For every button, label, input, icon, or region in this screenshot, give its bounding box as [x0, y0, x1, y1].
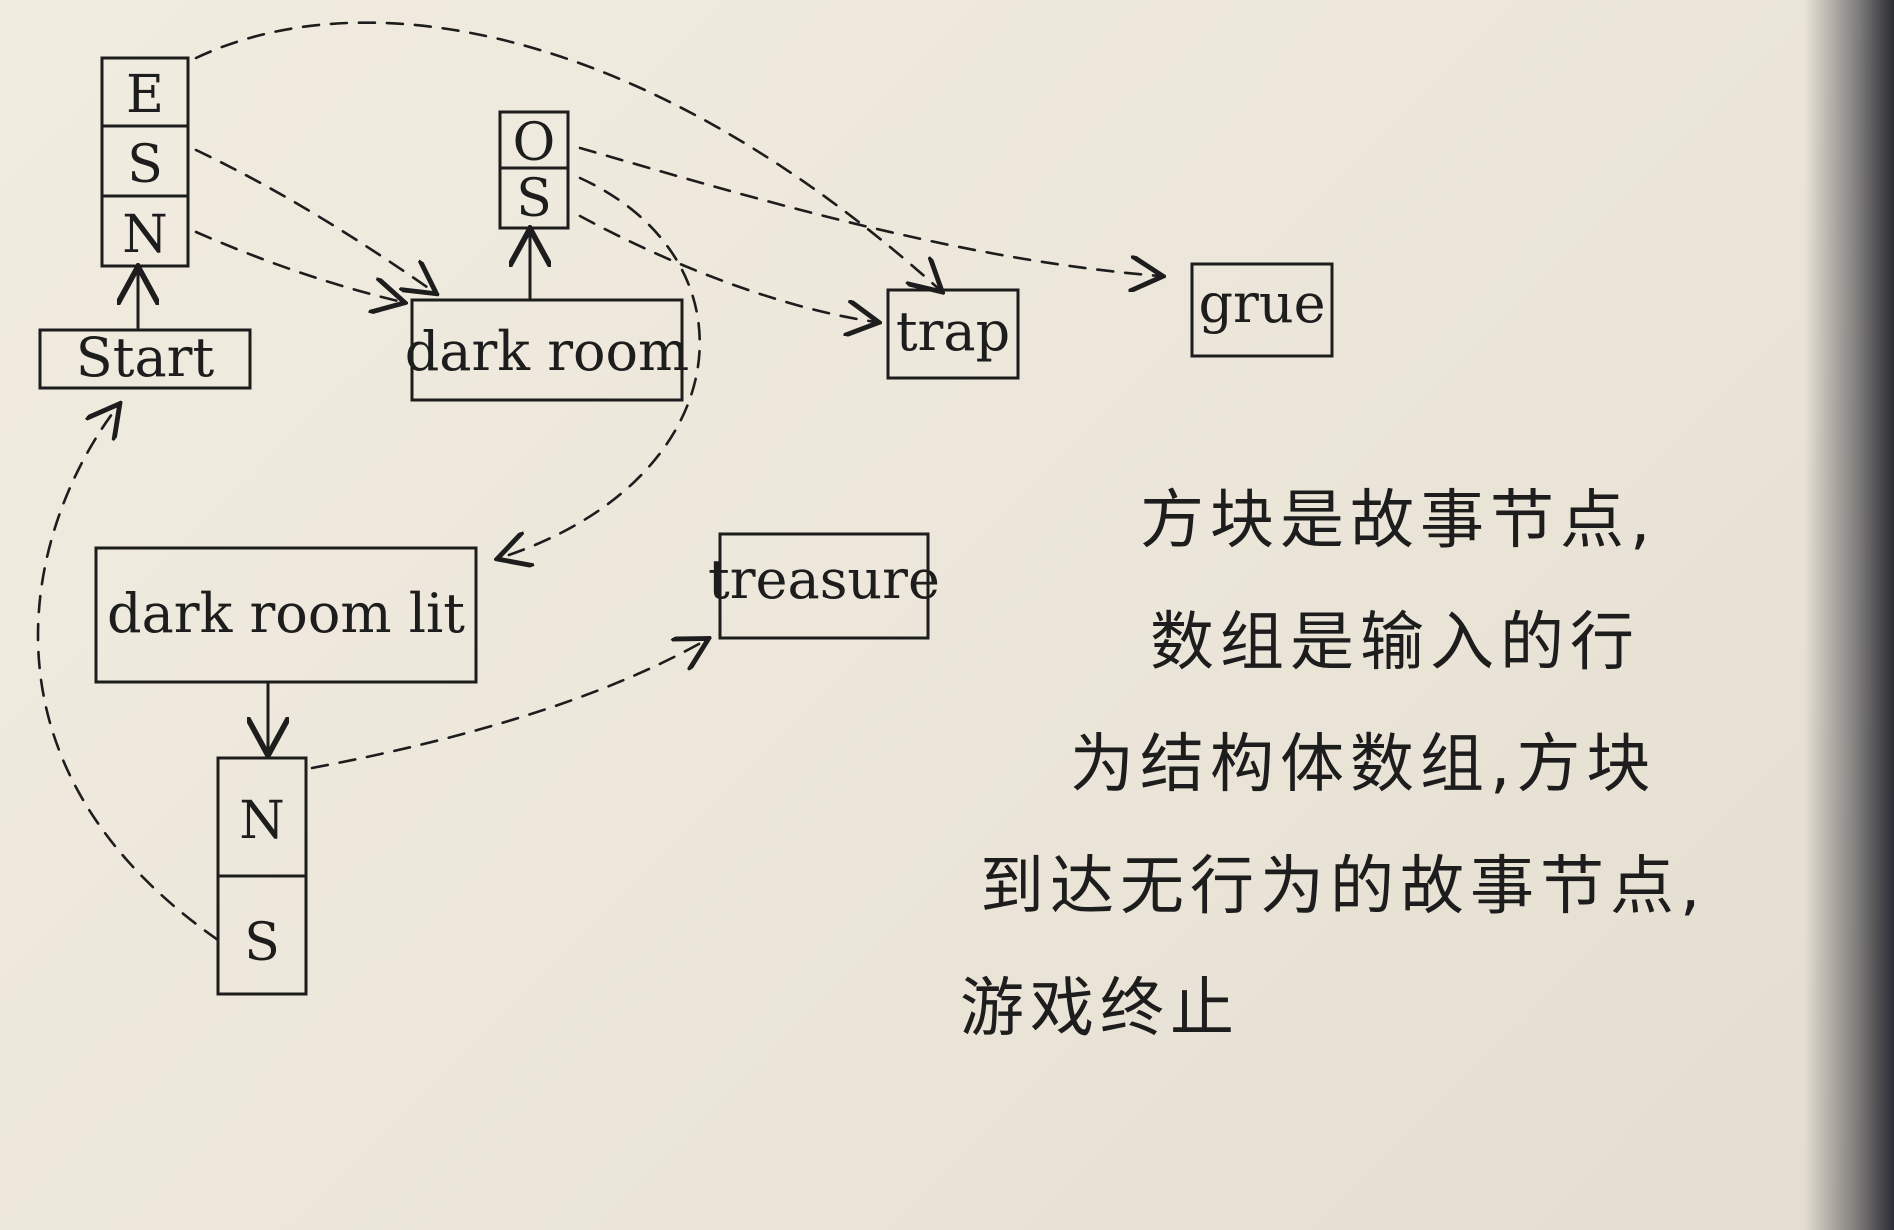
- handwritten-note: 方块是故事节点, 数组是输入的行 为结构体数组,方块 到达无行为的故事节点, 游…: [960, 460, 1860, 1070]
- choice-lit-s: S: [244, 913, 280, 973]
- edge-n-to-darkroom: [194, 230, 402, 302]
- edge-ls-to-start: [36, 406, 220, 942]
- node-trap-box: [886, 288, 1020, 380]
- node-dark-room: dark room: [405, 320, 690, 383]
- node-treasure-box: [718, 532, 930, 640]
- edge-s-to-darkroom: [194, 148, 434, 292]
- edge-e-to-trap: [194, 21, 940, 290]
- choice-start-s: S: [127, 135, 163, 195]
- edge-loop-to-lit: [500, 176, 701, 558]
- node-start-box: [38, 328, 252, 390]
- note-line-2: 数组是输入的行: [1150, 606, 1640, 680]
- edge-o-to-grue: [578, 146, 1160, 276]
- note-line-4: 到达无行为的故事节点,: [980, 850, 1707, 924]
- node-grue-box: [1190, 262, 1334, 358]
- edge-ln-to-treasure: [310, 640, 706, 770]
- node-dark-room-lit: dark room lit: [107, 582, 465, 645]
- choice-darkroom-s: S: [516, 169, 552, 229]
- note-line-3: 为结构体数组,方块: [1070, 728, 1657, 802]
- node-trap: trap: [896, 300, 1010, 363]
- node-treasure: treasure: [708, 548, 940, 611]
- node-dark-room-box: [410, 298, 684, 402]
- note-line-5: 游戏终止: [960, 972, 1240, 1046]
- node-grue: grue: [1198, 272, 1325, 335]
- choice-lit-n: N: [239, 791, 285, 851]
- edge-s-to-trap: [578, 214, 876, 322]
- choice-darkroom-o: O: [513, 113, 556, 173]
- node-dark-room-lit-box: [94, 546, 478, 684]
- node-start: Start: [76, 326, 215, 389]
- choice-start-n: N: [122, 205, 168, 265]
- choice-start-e: E: [126, 65, 164, 125]
- note-line-1: 方块是故事节点,: [1140, 484, 1657, 558]
- page-shadow: [1804, 0, 1894, 1230]
